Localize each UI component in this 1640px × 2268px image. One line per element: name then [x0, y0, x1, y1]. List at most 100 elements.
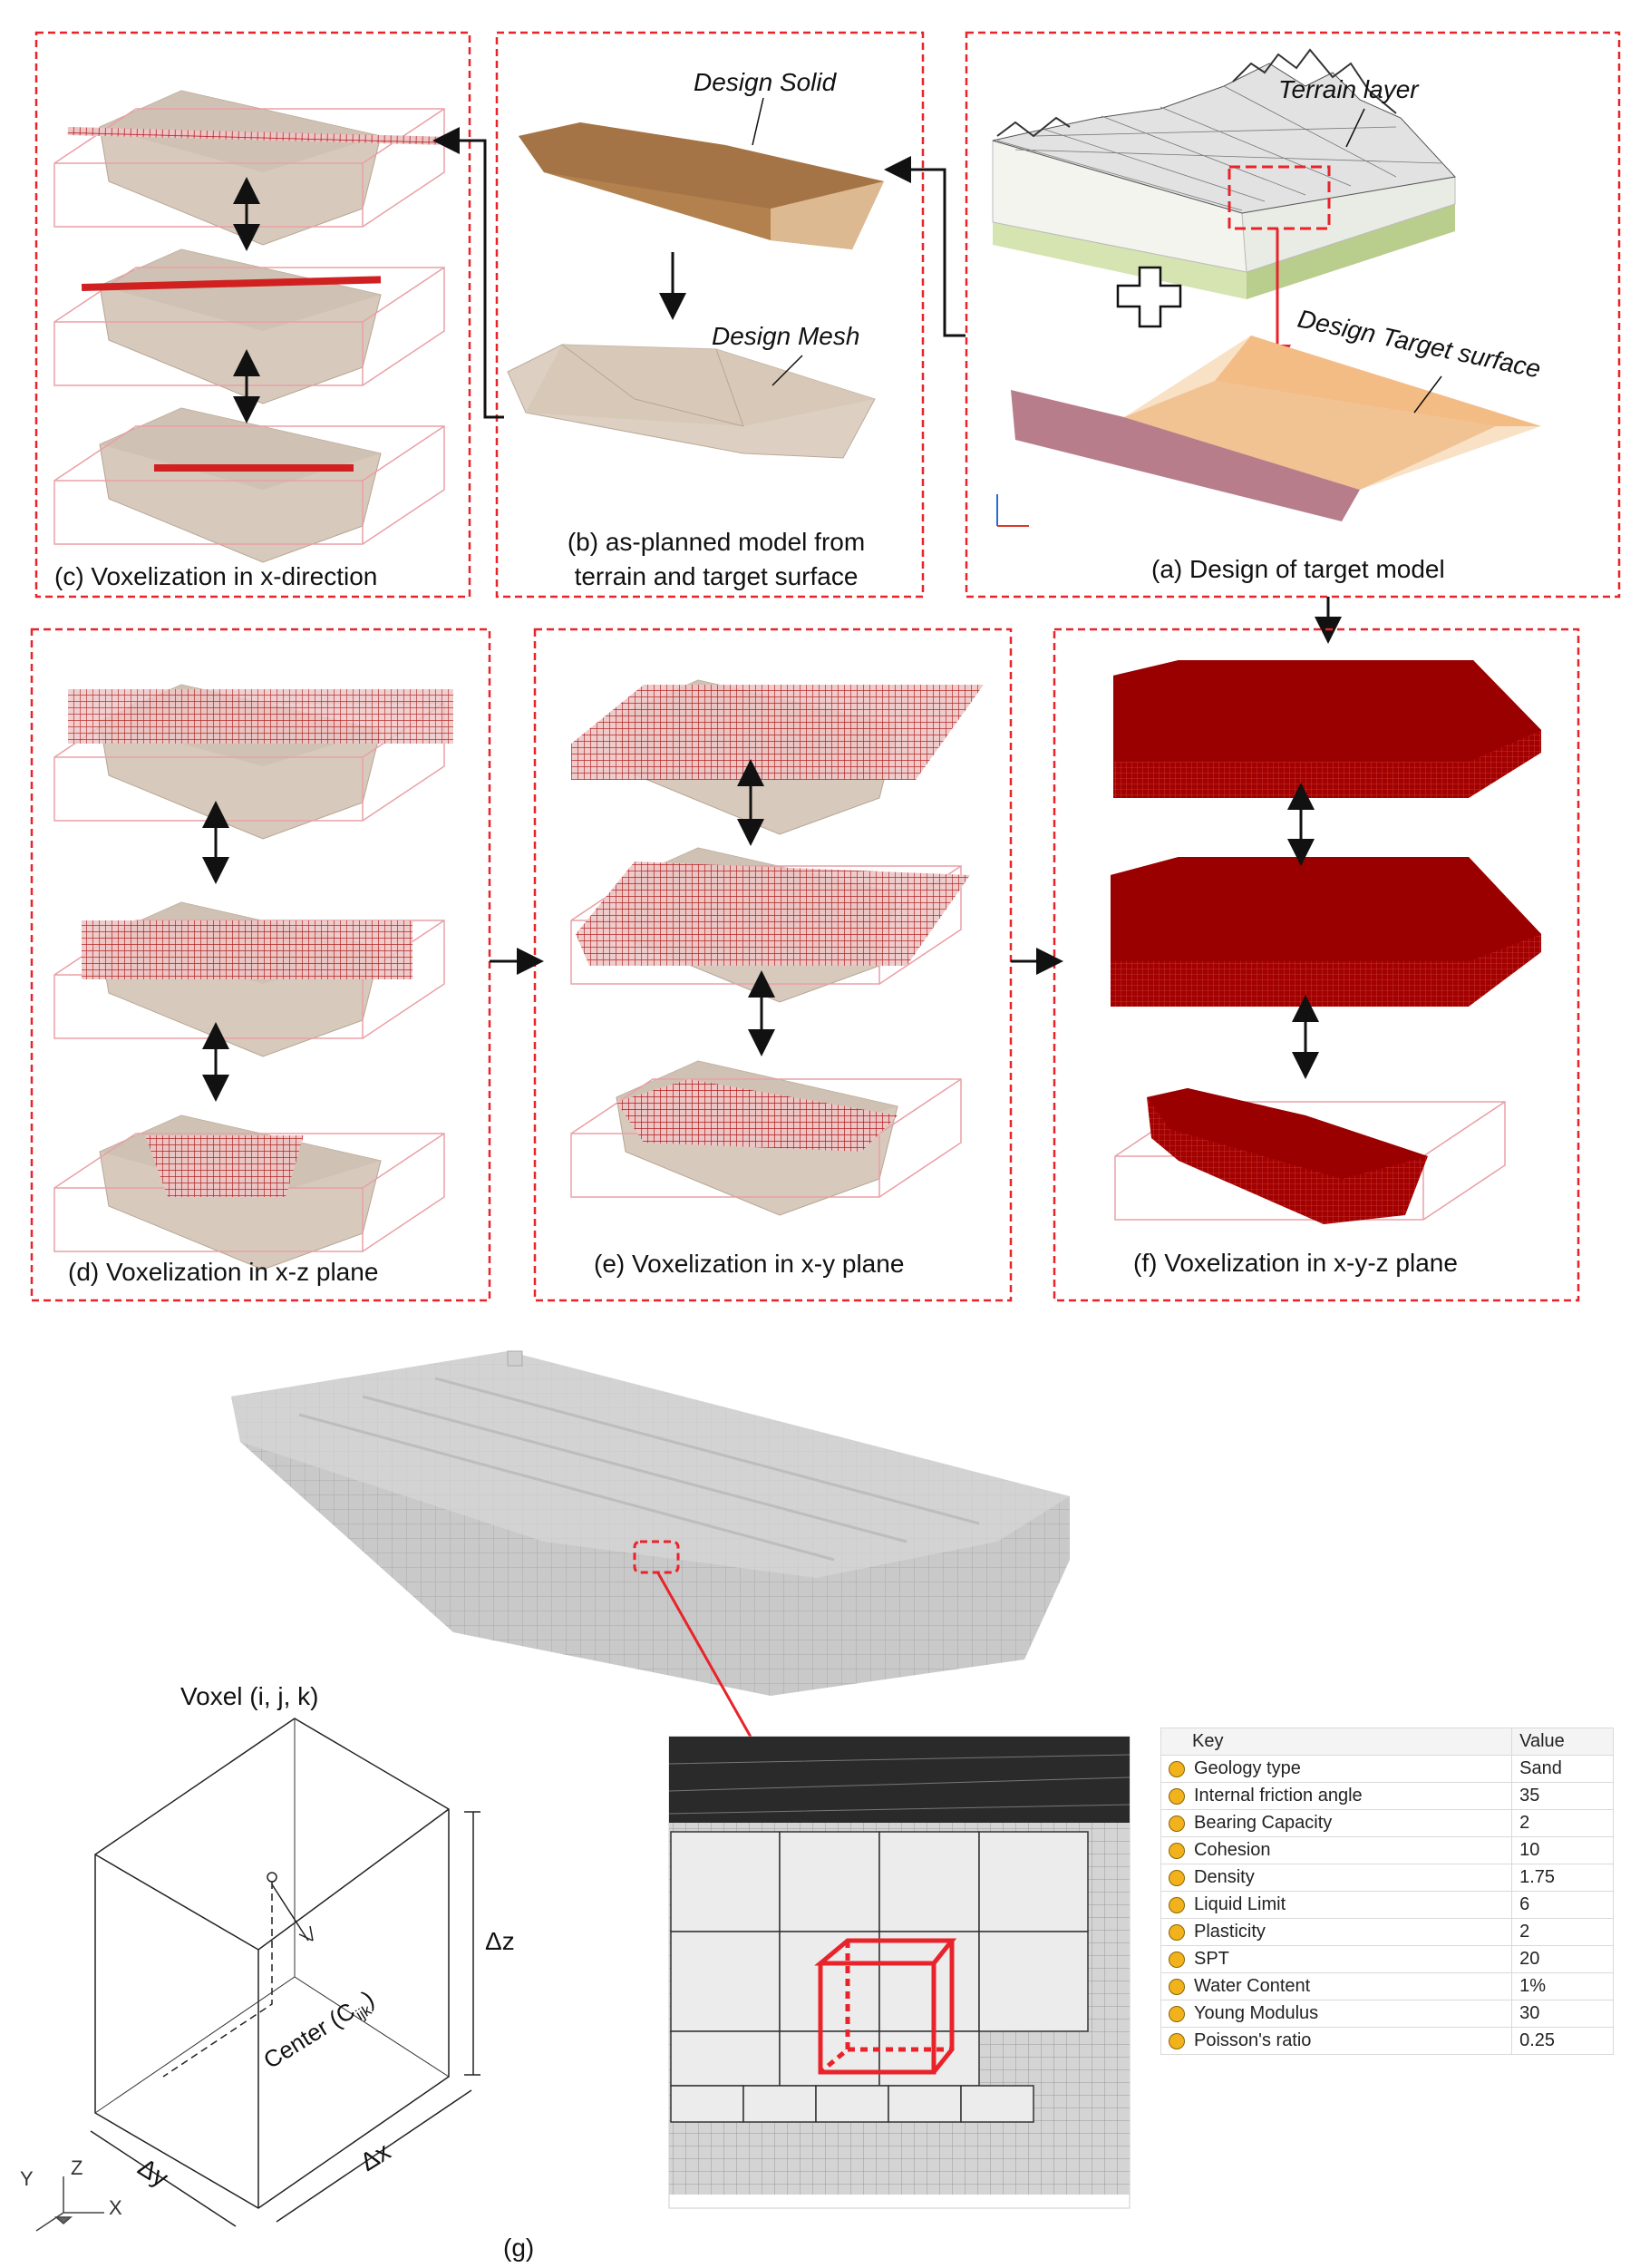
zoomed-voxel-view: [668, 1736, 1131, 2209]
property-key: Internal friction angle: [1160, 1782, 1513, 1810]
axis-x-label: X: [109, 2196, 122, 2219]
panel-f-step1: [1113, 660, 1541, 798]
property-key: Young Modulus: [1160, 2000, 1513, 2028]
property-status-dot-icon: [1169, 1842, 1185, 1859]
panel-d: (d) Voxelization in x-z plane: [30, 628, 491, 1302]
panel-d-frame: [30, 628, 491, 1302]
property-value: 20: [1511, 1945, 1614, 1973]
property-key: Cohesion: [1160, 1836, 1513, 1864]
property-value: 10: [1511, 1836, 1614, 1864]
panel-c: (c) Voxelization in x-direction: [34, 31, 471, 599]
arrow-b-to-c: [432, 127, 504, 419]
voxel-title: Voxel (i, j, k): [180, 1682, 318, 1710]
terrain-layer-shape: [992, 48, 1456, 299]
panel-f-step3: [1114, 1088, 1506, 1224]
voxel-dx-label: Δx: [355, 2137, 395, 2176]
panel-d-caption: (d) Voxelization in x-z plane: [68, 1258, 378, 1286]
panel-c-step3: [53, 407, 445, 563]
panel-b-caption-line2: terrain and target surface: [575, 562, 859, 590]
property-value: 1%: [1511, 1972, 1614, 2000]
property-value: 2: [1511, 1918, 1614, 1946]
property-status-dot-icon: [1169, 2032, 1185, 2049]
axis-y-label: Y: [20, 2167, 34, 2190]
property-status-dot-icon: [1169, 1978, 1185, 1995]
voxel-center-label: Center (Cijk): [258, 1985, 381, 2078]
property-value: 0.25: [1511, 2027, 1614, 2055]
property-status-dot-icon: [1169, 1787, 1185, 1805]
property-value: 30: [1511, 2000, 1614, 2028]
panel-b-frame: [495, 31, 925, 599]
panel-e-step3: [570, 1060, 962, 1216]
panel-f-caption: (f) Voxelization in x-y-z plane: [1133, 1249, 1458, 1277]
axis-triad-icon: [35, 2176, 104, 2232]
panel-e-caption: (e) Voxelization in x-y plane: [594, 1250, 904, 1278]
panel-a-caption: (a) Design of target model: [1151, 555, 1445, 583]
property-status-dot-icon: [1169, 1815, 1185, 1832]
panel-e: (e) Voxelization in x-y plane: [533, 628, 1013, 1302]
plus-icon: [1116, 266, 1182, 328]
property-key: Bearing Capacity: [1160, 1809, 1513, 1837]
terrain-focus-box: [1228, 165, 1331, 230]
panel-e-step2: [570, 847, 970, 1003]
panel-c-caption: (c) Voxelization in x-direction: [54, 562, 377, 590]
panel-a-axis-icon: [996, 494, 1029, 527]
properties-header-key: Key: [1160, 1728, 1513, 1756]
design-solid-shape: [519, 122, 884, 249]
terrain-layer-label: Terrain layer: [1278, 75, 1420, 103]
panel-d-step2: [53, 901, 445, 1057]
property-status-dot-icon: [1169, 1896, 1185, 1913]
voxel-dz-label: Δz: [485, 1927, 515, 1955]
property-key: Density: [1160, 1864, 1513, 1892]
panel-a-frame: [965, 31, 1621, 599]
property-value: Sand: [1511, 1755, 1614, 1783]
grey-voxel-model: [231, 1350, 1070, 1696]
design-mesh-shape: [507, 344, 876, 459]
design-solid-label: Design Solid: [694, 68, 838, 96]
property-key: SPT: [1160, 1945, 1513, 1973]
property-key: Geology type: [1160, 1755, 1513, 1783]
property-status-dot-icon: [1169, 2005, 1185, 2022]
highlight-voxel-cube: [814, 1938, 957, 2075]
panel-f-step2: [1111, 857, 1541, 1007]
figure-label-g: (g): [503, 2234, 534, 2262]
panel-c-step1: [53, 90, 445, 246]
panel-d-step3: [53, 1115, 445, 1270]
axis-z-label: Z: [71, 2156, 82, 2179]
property-key: Liquid Limit: [1160, 1891, 1513, 1919]
property-key: Plasticity: [1160, 1918, 1513, 1946]
panel-c-step2: [53, 248, 445, 404]
panel-f: (f) Voxelization in x-y-z plane: [1053, 628, 1580, 1302]
properties-table-header: Key Value: [1160, 1728, 1614, 1756]
property-key: Poisson's ratio: [1160, 2027, 1513, 2055]
target-surface-shape: [1011, 336, 1541, 521]
property-value: 1.75: [1511, 1864, 1614, 1892]
panel-b-caption-line1: (b) as-planned model from: [568, 528, 865, 556]
property-status-dot-icon: [1169, 1923, 1185, 1941]
property-value: 35: [1511, 1782, 1614, 1810]
property-value: 2: [1511, 1809, 1614, 1837]
panel-b: Design Solid Design Mesh (b) as-planned …: [495, 31, 925, 599]
properties-header-value: Value: [1511, 1728, 1614, 1756]
property-status-dot-icon: [1169, 1869, 1185, 1886]
voxel-schematic: [90, 1718, 480, 2227]
panel-e-step1: [571, 679, 984, 835]
property-status-dot-icon: [1169, 1760, 1185, 1777]
property-status-dot-icon: [1169, 1951, 1185, 1968]
design-mesh-label: Design Mesh: [712, 322, 859, 350]
voxel-dy-label: Δy: [133, 2153, 173, 2193]
property-value: 6: [1511, 1891, 1614, 1919]
